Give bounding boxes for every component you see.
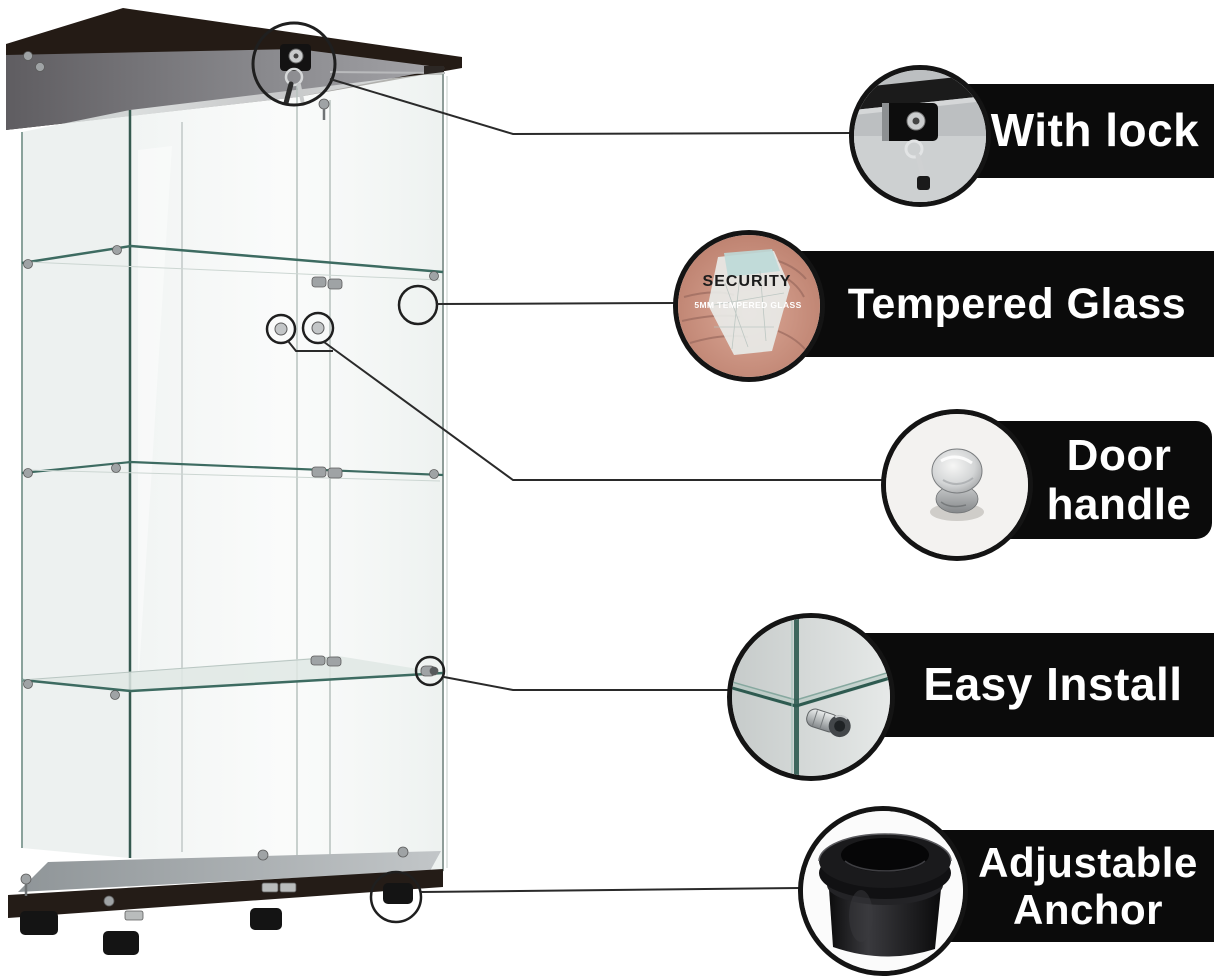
callout-line-glass xyxy=(436,302,676,305)
key xyxy=(283,81,294,106)
callout-circle-shelf-pin xyxy=(414,655,446,687)
feature-label: With lock xyxy=(990,104,1200,157)
callout-line-anchor xyxy=(420,887,801,893)
cabinet-foot xyxy=(103,931,139,955)
door-knob-photo-icon xyxy=(881,409,1033,561)
feature-label: Adjustable Anchor xyxy=(978,838,1198,933)
metal-hardware xyxy=(20,51,439,921)
key-ring xyxy=(284,67,304,87)
callout-line-install xyxy=(443,676,729,691)
glass-shards-photo-icon: SECURITY 5MM TEMPERED GLASS xyxy=(673,230,825,382)
key xyxy=(297,83,305,106)
tempered-photo-drawing: SECURITY 5MM TEMPERED GLASS xyxy=(678,235,820,377)
shelf-pin-closeup xyxy=(806,708,851,738)
callout-line-handle xyxy=(323,341,883,481)
callout-circle-knob-right xyxy=(301,311,335,345)
leveling-foot-photo-icon xyxy=(798,806,968,976)
cabinet-door-knobs xyxy=(274,321,325,336)
cabinet-lock xyxy=(280,44,311,106)
feature-label: Tempered Glass xyxy=(847,279,1187,328)
callout-line-lock xyxy=(329,78,852,136)
callout-circle-glass xyxy=(397,284,439,326)
feature-banner-tempered-glass: Tempered Glass xyxy=(740,251,1214,357)
cabinet-foot xyxy=(20,911,58,935)
callout-circle-lock xyxy=(251,21,337,107)
anchor-photo-drawing xyxy=(803,811,963,971)
callout-circle-foot xyxy=(369,870,423,924)
callout-line-knob-bracket xyxy=(287,340,333,352)
cabinet-base xyxy=(8,851,443,955)
feature-label: Easy Install xyxy=(923,658,1183,711)
security-overlay-title: SECURITY xyxy=(703,273,792,290)
shelf-pin-photo-icon xyxy=(727,613,895,781)
cabinet-foot-circled xyxy=(383,883,413,904)
install-photo-drawing xyxy=(732,618,890,776)
cabinet-foot xyxy=(250,908,282,930)
security-overlay-subtitle: 5MM TEMPERED GLASS xyxy=(694,300,801,310)
feature-label: Door handle xyxy=(1046,430,1192,529)
knob-photo-drawing xyxy=(886,414,1028,556)
callout-lines xyxy=(287,78,883,893)
callout-circles xyxy=(251,21,446,924)
lock-photo-drawing xyxy=(854,70,986,202)
callout-circle-knob-left xyxy=(265,313,297,345)
lock-photo-icon xyxy=(849,65,991,207)
